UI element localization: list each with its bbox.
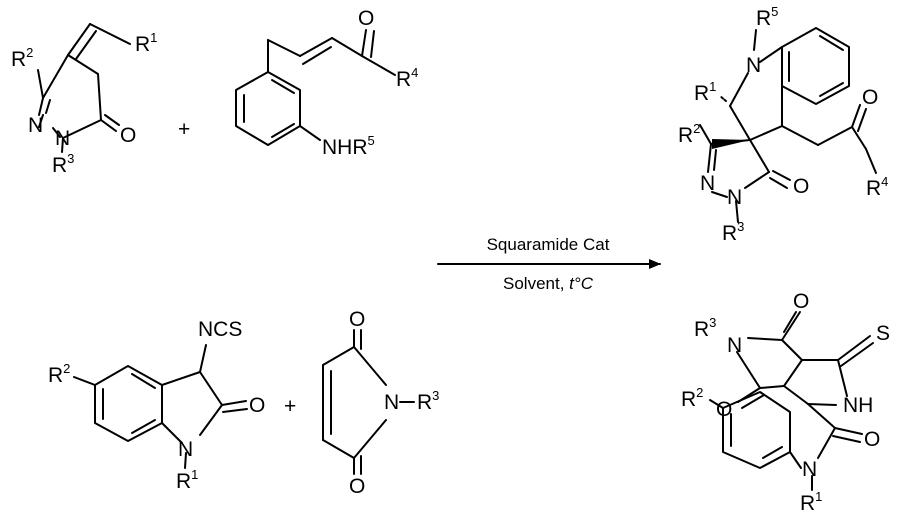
isothiocyanato-oxindole-reactant: NCS R2 O N R1 [48, 318, 265, 493]
substituent-r2: R2 [681, 385, 703, 411]
atom-n: N [746, 54, 761, 77]
atom-o: O [349, 308, 365, 331]
atom-o: O [864, 428, 880, 451]
atom-n: N [178, 438, 193, 461]
spiro-pyrazolone-product: N R5 R1 R2 N N O O R4 R3 [678, 4, 888, 245]
isothiocyanate-ncs: NCS [198, 318, 242, 341]
substituent-r1: R1 [176, 467, 198, 493]
atom-s: S [876, 322, 890, 345]
substituent-r1: R1 [800, 489, 822, 515]
substituent-r4: R4 [866, 174, 888, 200]
plus-sign: + [284, 395, 296, 418]
atom-o: O [249, 394, 265, 417]
atom-n: N [727, 186, 742, 209]
substituent-r3: R3 [417, 388, 439, 414]
substituent-r5: R5 [756, 4, 778, 30]
aminophenyl-enone-reactant: O R4 NHR5 [235, 7, 418, 159]
atom-n: N [28, 114, 43, 137]
plus-sign: + [178, 118, 190, 141]
condition-solvent-temperature: Solvent, t°C [503, 274, 594, 293]
substituent-r3: R3 [694, 315, 716, 341]
atom-n: N [55, 127, 70, 150]
atom-n: N [700, 172, 715, 195]
condition-catalyst: Squaramide Cat [487, 235, 610, 254]
atom-o: O [120, 124, 136, 147]
atom-n: N [727, 334, 742, 357]
substituent-r3: R3 [722, 219, 744, 245]
spiro-oxindole-product: R3 N O S O NH R2 O N R1 [681, 290, 890, 515]
atom-o: O [349, 475, 365, 498]
amine-nhr5: NHR5 [322, 133, 375, 159]
substituent-r2: R2 [11, 45, 33, 71]
substituent-r2: R2 [48, 361, 70, 387]
substituent-r3: R3 [52, 151, 74, 177]
substituent-r2: R2 [678, 121, 700, 147]
substituent-r1: R1 [694, 79, 716, 105]
atom-o: O [793, 290, 809, 313]
substituent-r1: R1 [135, 30, 157, 56]
pyrazolone-reactant: R2 R1 N N O R3 [11, 23, 157, 177]
atom-o: O [716, 398, 732, 421]
atom-o: O [358, 7, 374, 30]
atom-o: O [793, 175, 809, 198]
atom-n: N [802, 458, 817, 481]
substituent-r4: R4 [396, 65, 418, 91]
maleimide-reactant: O N R3 O [322, 308, 439, 498]
atom-n: N [384, 391, 399, 414]
amine-nh: NH [843, 394, 873, 417]
atom-o: O [862, 86, 878, 109]
